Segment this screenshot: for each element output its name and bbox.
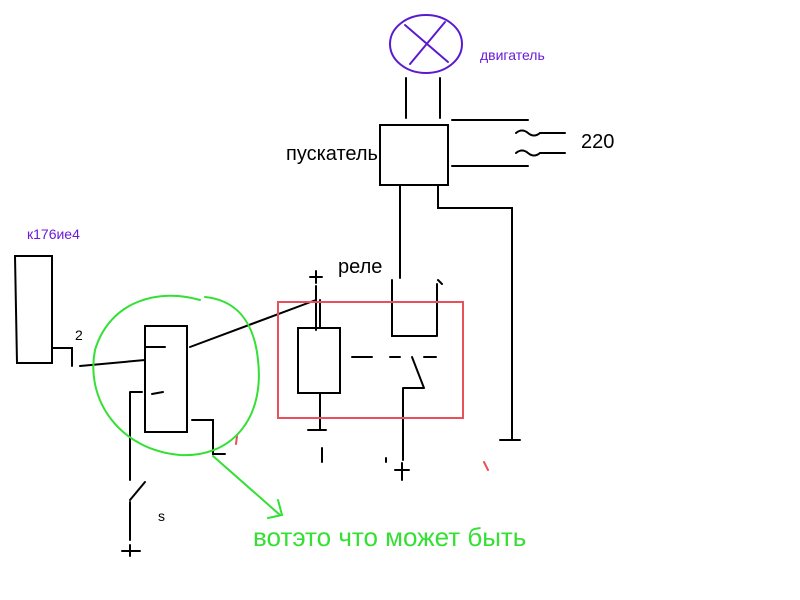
highlight-circle <box>92 294 284 519</box>
motor-symbol <box>389 14 463 74</box>
red-marks <box>235 435 489 471</box>
relay-label: реле <box>338 256 383 278</box>
annotation-label: вотэто что может быть <box>253 522 527 552</box>
wires <box>13 77 566 557</box>
voltage-label: 220 <box>581 131 615 153</box>
relay-boundary <box>277 301 464 419</box>
switch-label: s <box>158 508 165 524</box>
motor-label: двигатель <box>480 47 545 63</box>
chip-label: к176ие4 <box>27 226 80 242</box>
starter-label: пускатель <box>286 143 378 165</box>
pin-label: 2 <box>75 327 83 343</box>
